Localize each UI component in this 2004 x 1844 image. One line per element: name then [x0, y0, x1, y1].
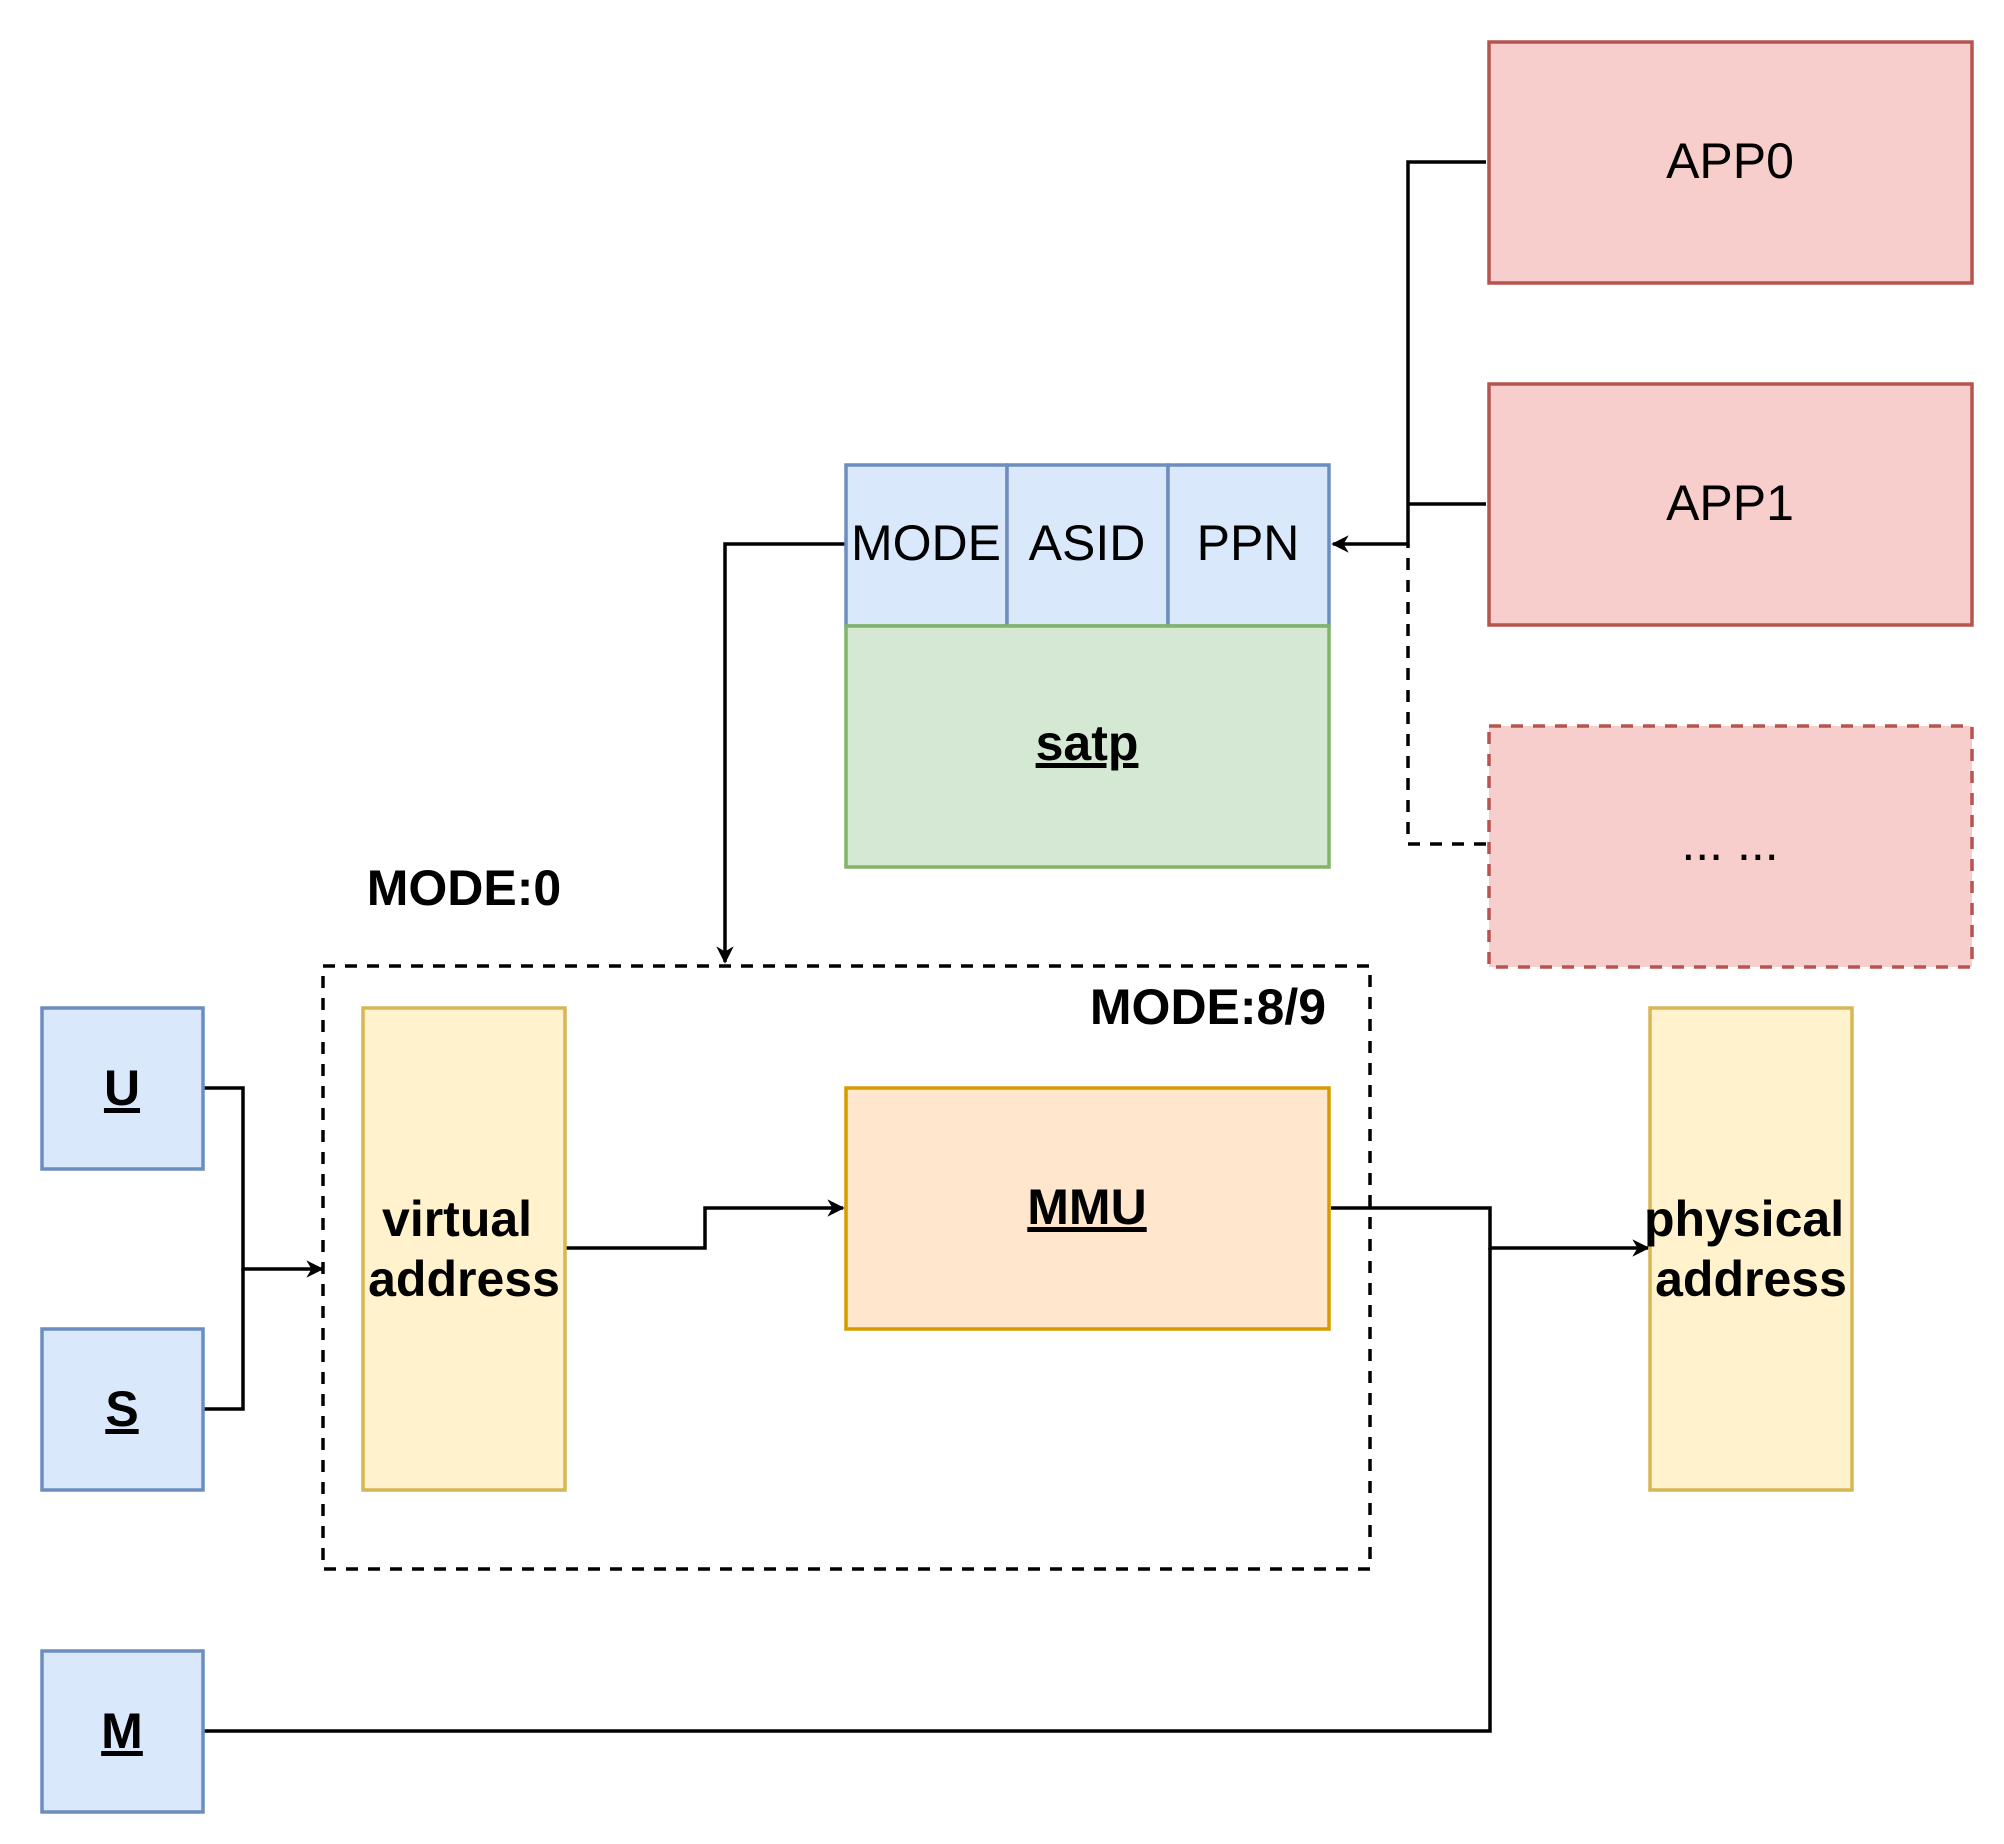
satp-ppn-label: PPN — [1197, 515, 1300, 571]
privilege-m-label: M — [101, 1703, 143, 1759]
privilege-s-box: S — [40, 1327, 205, 1492]
satp-mode-label: MODE — [851, 515, 1001, 571]
satp-title: satp — [1036, 715, 1139, 771]
mode-off-label: MODE:0 — [367, 860, 561, 916]
app1-box: APP1 — [1487, 382, 1974, 627]
physical-address-line1: physical — [1644, 1191, 1844, 1247]
edge-mmu-to-pa — [1331, 1206, 1650, 1257]
satp-asid-label: ASID — [1029, 515, 1146, 571]
edge-mode-to-translation — [716, 542, 845, 964]
satp-register: MODE ASID PPN satp — [844, 463, 1331, 869]
edge-more-to-ppn — [1406, 544, 1486, 846]
mode-on-label: MODE:8/9 — [1090, 979, 1326, 1035]
mmu-box: MMU — [844, 1086, 1331, 1331]
edge-m-to-pa — [203, 1248, 1492, 1733]
translation-region — [321, 964, 1372, 1571]
privilege-s-label: S — [105, 1381, 138, 1437]
virtual-address-line2: address — [368, 1251, 560, 1307]
app1-label: APP1 — [1666, 475, 1794, 531]
virtual-address-label: virtual address — [368, 1191, 560, 1307]
physical-address-box: physical address — [1644, 1006, 1858, 1492]
physical-address-label: physical address — [1644, 1191, 1858, 1307]
app0-box: APP0 — [1487, 40, 1974, 285]
edge-app0-to-ppn — [1331, 160, 1486, 553]
virtual-address-box: virtual address — [361, 1006, 567, 1492]
edge-s-to-va — [203, 1269, 245, 1411]
more-apps-box: ... ... — [1487, 724, 1974, 969]
app0-label: APP0 — [1666, 133, 1794, 189]
edge-va-to-mmu — [565, 1199, 845, 1250]
privilege-m-box: M — [40, 1649, 205, 1814]
satp-body — [844, 624, 1331, 869]
privilege-u-label: U — [104, 1060, 140, 1116]
satp-ppn-field — [1166, 463, 1331, 628]
physical-address-line2: address — [1655, 1251, 1847, 1307]
satp-mode-field — [844, 463, 1009, 628]
edge-u-to-va — [203, 1086, 324, 1278]
more-apps-label: ... ... — [1681, 815, 1778, 871]
virtual-address-line1: virtual — [382, 1191, 532, 1247]
mmu-label: MMU — [1027, 1179, 1146, 1235]
privilege-u-box: U — [40, 1006, 205, 1171]
